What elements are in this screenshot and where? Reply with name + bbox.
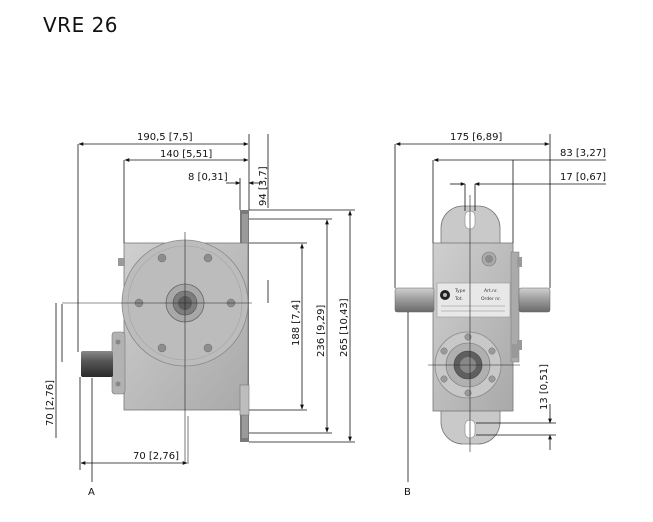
view-b-label: B xyxy=(404,487,411,498)
dim-overall-width-b: 175 [6,89] xyxy=(450,132,502,143)
view-b-body: Type Art.nr. Tot. Order nr. xyxy=(394,205,551,445)
dim-hole-spacing-b: 83 [3,27] xyxy=(560,148,606,159)
view-b-centerlines xyxy=(428,195,520,452)
dim-body-height-a: 236 [9,29] xyxy=(316,305,327,357)
dim-overall-height-a: 265 [10,43] xyxy=(339,298,350,357)
dim-slot-width-b: 17 [0,67] xyxy=(560,172,606,183)
nameplate-order: Order nr. xyxy=(481,296,501,302)
view-b-dimension-lines xyxy=(394,134,606,482)
dim-slot-offset-b: 13 [0,51] xyxy=(539,364,550,410)
diagram-title: VRE 26 xyxy=(43,13,119,37)
nameplate-art: Art.nr. xyxy=(484,288,498,294)
dim-overall-width-a: 190,5 [7,5] xyxy=(137,132,193,143)
view-a-dimension-lines xyxy=(55,134,355,482)
view-a-label: A xyxy=(88,487,95,498)
dim-body-width-a: 140 [5,51] xyxy=(160,149,212,160)
dim-flange-offset-a: 8 [0,31] xyxy=(188,172,228,183)
dim-top-offset-a: 94 [3,7] xyxy=(258,166,269,206)
nameplate-tot: Tot. xyxy=(454,296,463,302)
view-a-centerlines xyxy=(62,232,252,464)
dim-shaft-offset-a: 70 [2,76] xyxy=(133,451,179,462)
dim-shaft-height-a: 70 [2,76] xyxy=(45,380,56,426)
view-a-body xyxy=(81,210,250,442)
dim-mid-height-a: 188 [7,4] xyxy=(291,300,302,346)
nameplate-type: Type xyxy=(454,288,466,294)
